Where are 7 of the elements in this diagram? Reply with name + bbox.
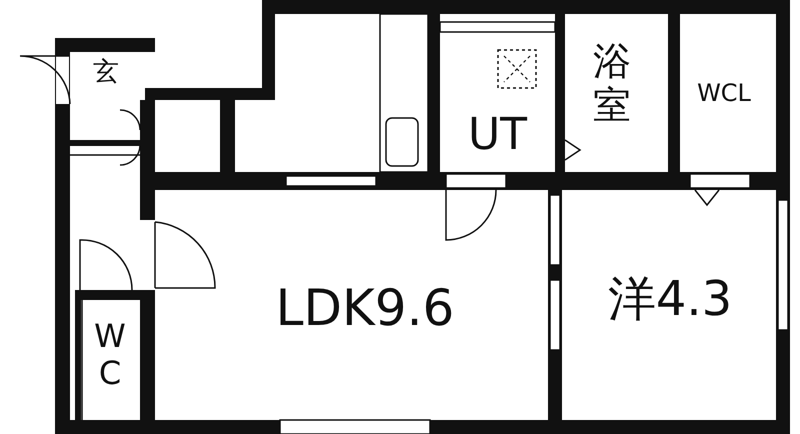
room-label: 玄: [80, 58, 132, 88]
room-label: LDK9.6: [240, 280, 490, 338]
room-label: W C: [82, 318, 138, 392]
room-label: 浴室: [580, 40, 644, 128]
room-label: UT: [440, 110, 555, 161]
room-label: 洋4.3: [570, 272, 770, 328]
room-label: WCL: [680, 80, 768, 108]
